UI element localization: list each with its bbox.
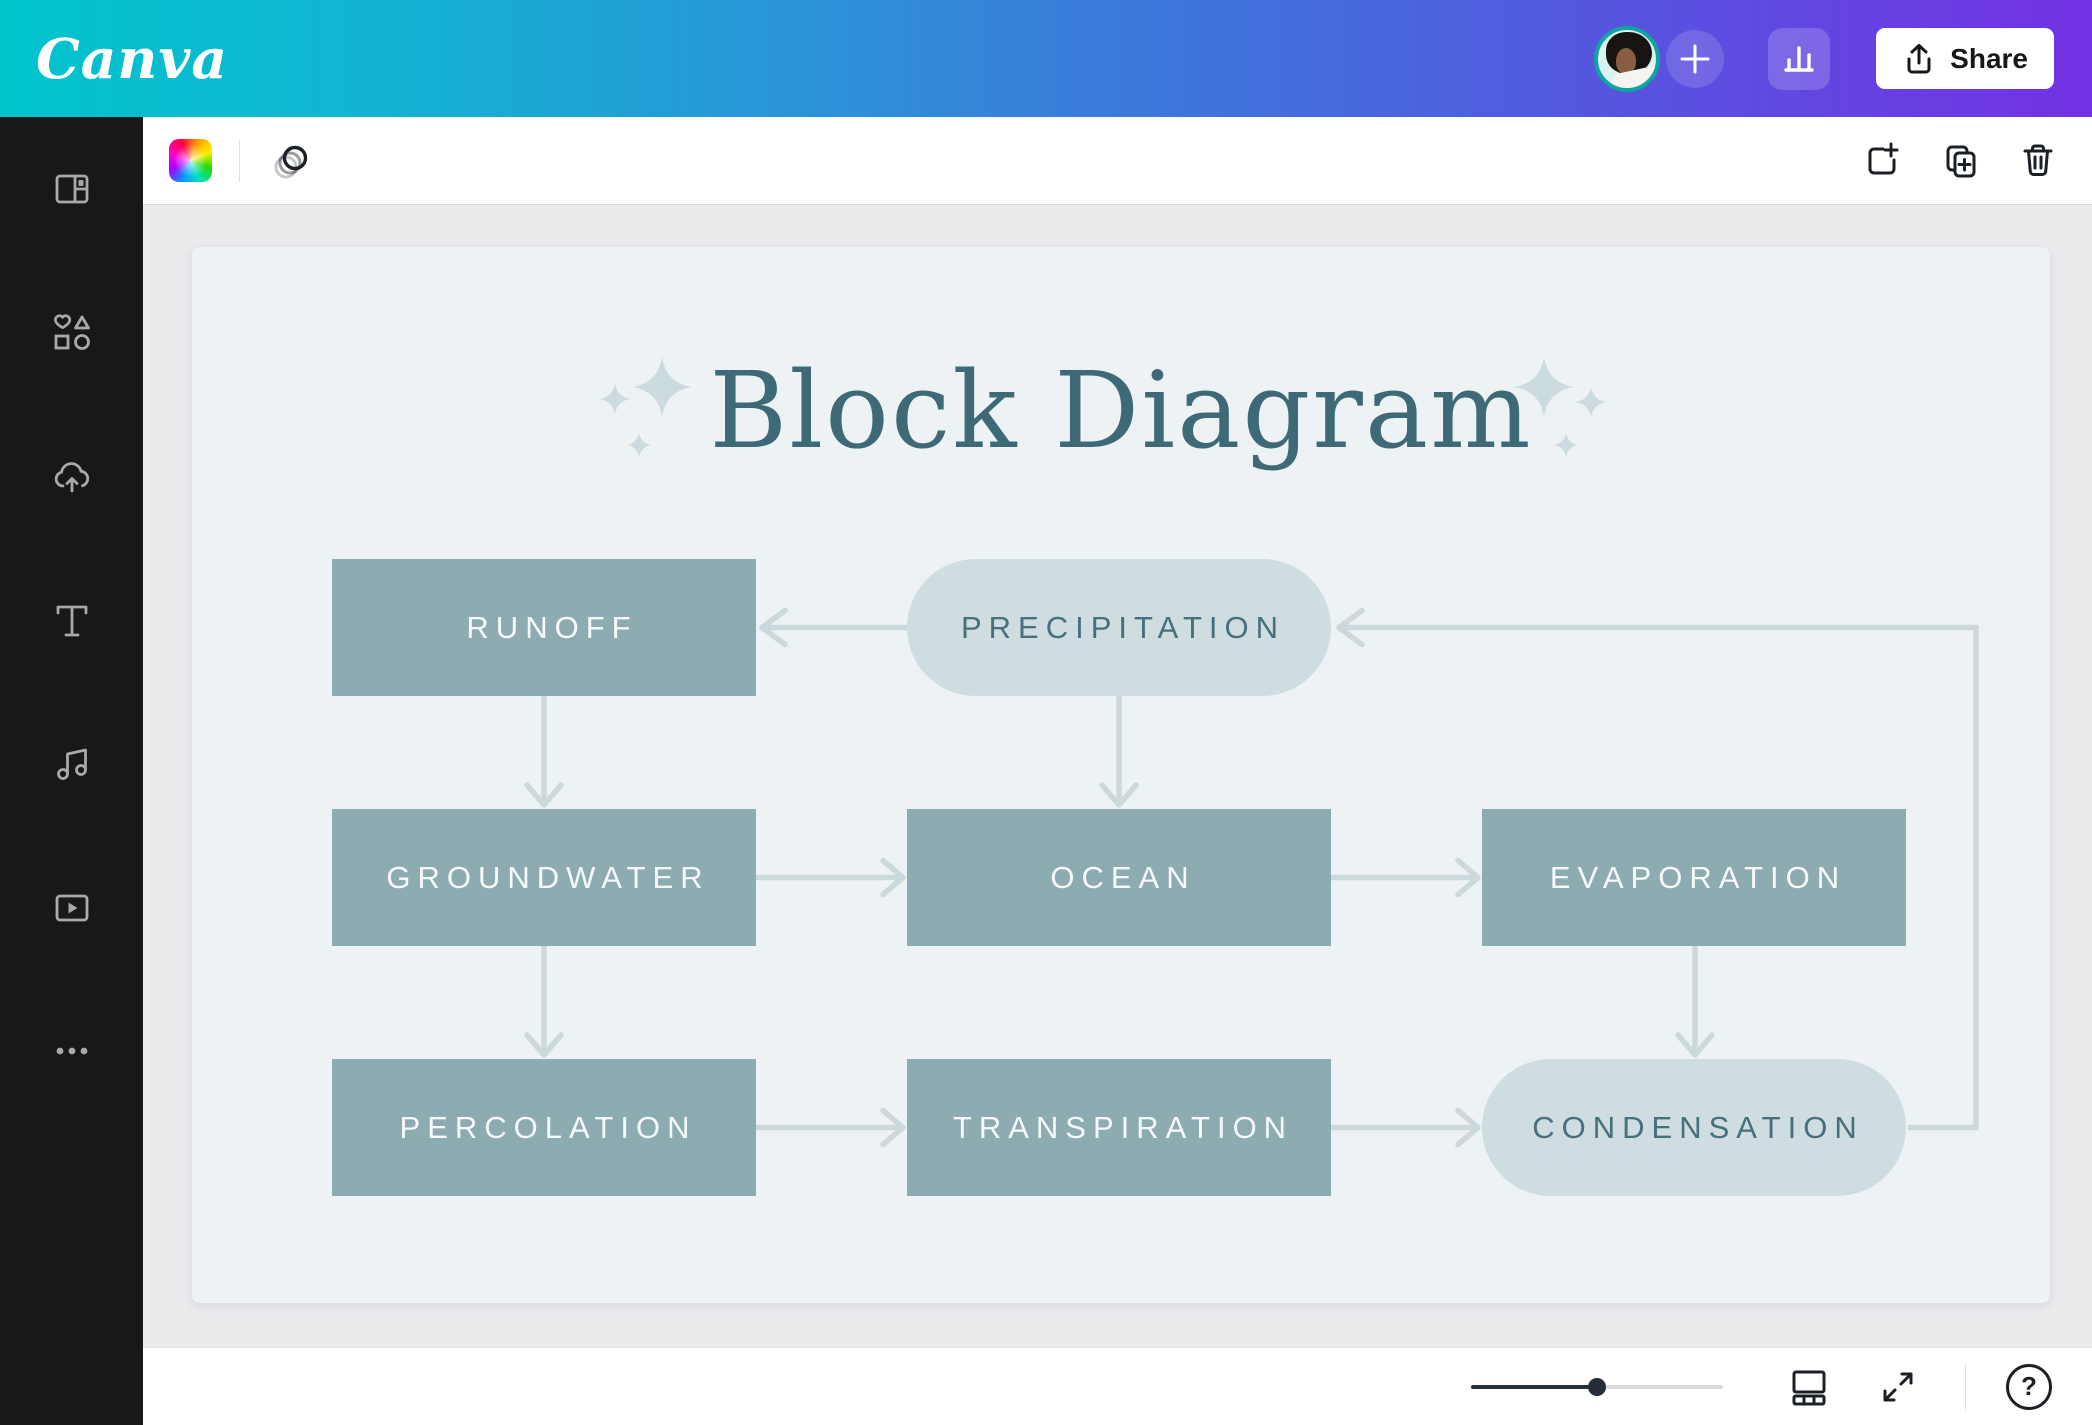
node-label: OCEAN <box>1050 860 1195 895</box>
uploads-cloud-icon <box>54 462 89 493</box>
node-transpiration[interactable]: TRANSPIRATION <box>907 1059 1331 1196</box>
animate-icon <box>274 145 308 178</box>
page-actions <box>1862 141 2058 181</box>
add-page-icon <box>1868 142 1899 174</box>
bottom-bar: ? <box>143 1347 2092 1425</box>
more-ellipsis-icon <box>56 1047 87 1055</box>
canva-logo[interactable]: Canva <box>36 26 228 91</box>
canvas-page[interactable]: Block Diagram <box>192 247 2050 1303</box>
audio-note-icon <box>56 748 87 780</box>
fullscreen-button[interactable] <box>1877 1366 1919 1408</box>
help-button[interactable]: ? <box>2006 1363 2052 1410</box>
diagram-edges[interactable] <box>524 607 1979 1148</box>
expand-arrows-icon <box>1883 1372 1913 1401</box>
animate-button[interactable] <box>267 138 313 184</box>
zoom-slider-thumb[interactable] <box>1588 1377 1606 1396</box>
pages-view-button[interactable] <box>1787 1365 1831 1409</box>
zoom-slider[interactable] <box>1471 1377 1723 1397</box>
share-button[interactable]: Share <box>1876 28 2054 89</box>
zoom-slider-fill <box>1471 1384 1597 1389</box>
question-mark: ? <box>2021 1371 2037 1401</box>
bar-chart-icon <box>1784 45 1814 72</box>
sparkles-left[interactable] <box>600 357 692 457</box>
diagram-svg: Block Diagram <box>332 349 1979 1196</box>
share-button-label: Share <box>1950 42 2028 74</box>
videos-play-icon <box>55 894 88 922</box>
node-groundwater[interactable]: GROUNDWATER <box>332 809 756 946</box>
node-label: PERCOLATION <box>400 1110 697 1145</box>
sidebar-item-audio[interactable] <box>0 740 143 788</box>
add-page-button[interactable] <box>1862 141 1902 181</box>
add-member-button[interactable] <box>1666 29 1725 88</box>
duplicate-page-button[interactable] <box>1940 141 1980 181</box>
sidebar-item-uploads[interactable] <box>0 453 143 501</box>
node-ocean[interactable]: OCEAN <box>907 809 1331 946</box>
text-icon <box>56 605 87 637</box>
node-label: CONDENSATION <box>1532 1110 1863 1145</box>
node-label: EVAPORATION <box>1550 860 1846 895</box>
duplicate-page-icon <box>1946 145 1976 177</box>
background-color-swatch[interactable] <box>169 139 212 182</box>
node-percolation[interactable]: PERCOLATION <box>332 1059 756 1196</box>
sidebar-item-more[interactable] <box>0 1027 143 1075</box>
bottombar-divider <box>1965 1363 1966 1410</box>
sidebar-item-design[interactable] <box>0 165 143 213</box>
node-label: PRECIPITATION <box>961 610 1285 645</box>
top-bar: Canva <box>0 0 2092 117</box>
sidebar-item-videos[interactable] <box>0 884 143 932</box>
editor-toolbar <box>143 117 2092 205</box>
design-panels-icon <box>55 174 88 204</box>
node-label: RUNOFF <box>466 610 637 645</box>
insights-button[interactable] <box>1768 27 1831 90</box>
sidebar-item-elements[interactable] <box>0 309 143 357</box>
editor-workspace: Block Diagram <box>143 205 2092 1347</box>
toolbar-divider <box>239 139 240 182</box>
node-evaporation[interactable]: EVAPORATION <box>1482 809 1906 946</box>
trash-icon <box>2023 144 2053 176</box>
page-title[interactable]: Block Diagram <box>709 349 1532 472</box>
elements-shapes-icon <box>53 314 90 350</box>
node-precipitation[interactable]: PRECIPITATION <box>907 559 1331 696</box>
user-avatar[interactable] <box>1594 25 1661 92</box>
node-label: GROUNDWATER <box>386 860 709 895</box>
object-panel-rail <box>0 117 143 1425</box>
sparkles-right[interactable] <box>1514 357 1606 457</box>
edge-condensation-precipitation <box>1342 624 1979 1131</box>
grid-pages-icon <box>1792 1370 1826 1405</box>
plus-icon <box>1680 44 1710 73</box>
top-bar-actions: Share <box>1594 25 2054 92</box>
sidebar-item-text[interactable] <box>0 597 143 645</box>
node-runoff[interactable]: RUNOFF <box>332 559 756 696</box>
delete-page-button[interactable] <box>2018 141 2058 181</box>
share-upload-icon <box>1907 43 1931 73</box>
node-label: TRANSPIRATION <box>953 1110 1293 1145</box>
node-condensation[interactable]: CONDENSATION <box>1482 1059 1906 1196</box>
